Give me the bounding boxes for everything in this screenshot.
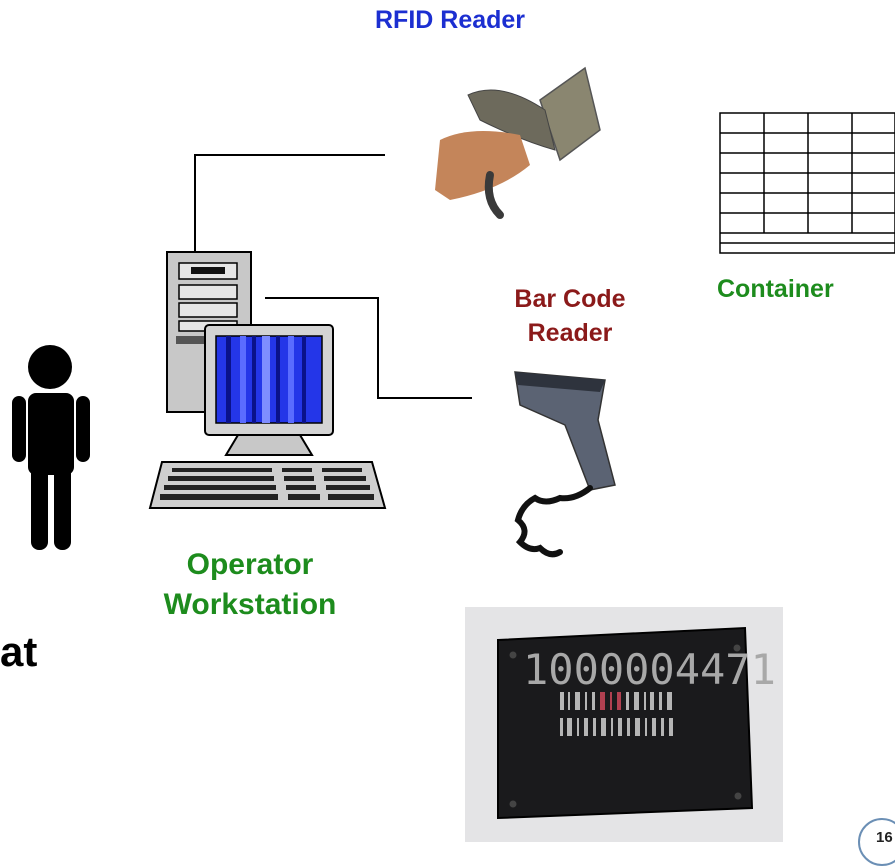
connector-lines xyxy=(194,154,472,399)
page-number-badge: 16 xyxy=(858,818,895,866)
rfid-reader-icon xyxy=(435,66,601,219)
diagram-canvas: 1000004471 xyxy=(12,66,895,842)
operator-workstation-label-line2: Workstation xyxy=(163,588,337,621)
tag-plate-photo: 1000004471 xyxy=(465,607,783,842)
keyboard-icon xyxy=(148,461,387,509)
operator-workstation-label: Operator Workstation xyxy=(130,545,370,625)
person-icon xyxy=(12,345,90,550)
plate-barcode-stripes xyxy=(560,692,673,736)
rfid-reader-label: RFID Reader xyxy=(375,6,526,34)
bar-code-reader-label-line2: Reader xyxy=(527,319,613,347)
operator-workstation-label-line1: Operator xyxy=(186,548,314,581)
barcode-scanner-icon xyxy=(514,371,616,558)
connector-barcode xyxy=(265,297,472,399)
plate-number: 1000004471 xyxy=(523,645,776,694)
connector-rfid xyxy=(194,154,385,252)
bar-code-reader-label: Bar Code Reader xyxy=(490,282,650,350)
page-number: 16 xyxy=(876,829,893,846)
partial-slide-text: at xyxy=(0,628,38,675)
bar-code-reader-label-line1: Bar Code xyxy=(514,285,626,313)
monitor-icon xyxy=(204,324,334,456)
container-label: Container xyxy=(717,275,834,303)
container-grid-icon xyxy=(719,112,895,254)
